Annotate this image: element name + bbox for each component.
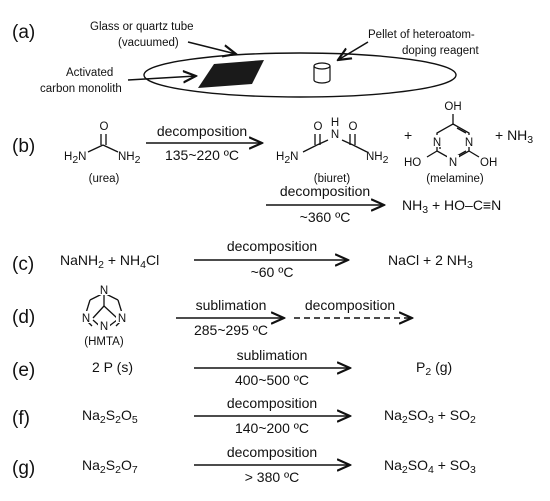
d-arrow1-bottom-label: 285~295 ºC	[194, 322, 268, 338]
f-products: Na2SO3 + SO2	[384, 407, 476, 426]
b-product2: NH3 + HO–C≡N	[402, 197, 501, 216]
tube-label-line1: Glass or quartz tube	[90, 21, 194, 33]
panel-g: (g) Na2S2O7 decomposition > 380 ºC Na2SO…	[12, 444, 476, 485]
tube-label-line2: (vacuumed)	[118, 37, 179, 49]
c-arrow-top-label: decomposition	[227, 238, 317, 254]
svg-text:N: N	[100, 285, 108, 297]
melamine-name: (melamine)	[426, 173, 484, 185]
hmta-name: (HMTA)	[84, 336, 124, 348]
svg-text:OH: OH	[480, 157, 497, 169]
svg-text:N: N	[465, 137, 473, 149]
melamine-structure: OH N N N OH HO	[404, 101, 497, 169]
panel-c-label: (c)	[12, 254, 34, 275]
panel-a-label: (a)	[12, 22, 35, 43]
c-products: NaCl + 2 NH3	[388, 252, 473, 271]
c-reactants: NaNH2 + NH4Cl	[60, 252, 159, 271]
g-arrow-top-label: decomposition	[227, 444, 317, 460]
panel-b-label: (b)	[12, 136, 35, 157]
f-reactant: Na2S2O5	[82, 407, 138, 426]
svg-text:O: O	[314, 121, 323, 133]
svg-text:N: N	[433, 137, 441, 149]
e-arrow-top-label: sublimation	[237, 347, 308, 363]
e-product: P2 (g)	[416, 359, 452, 378]
svg-text:O: O	[100, 121, 109, 133]
svg-text:N: N	[449, 157, 457, 169]
b-arrow2-bottom-label: ~360 ºC	[300, 209, 351, 225]
panel-g-label: (g)	[12, 458, 35, 479]
svg-text:OH: OH	[444, 101, 461, 113]
hmta-structure: N N N N	[80, 283, 128, 333]
b-plus-nh3: + NH3	[495, 127, 533, 146]
panel-b: (b) O H2N NH2 (urea) decomposition 135~2…	[12, 101, 533, 225]
e-arrow-bottom-label: 400~500 ºC	[235, 372, 309, 388]
b-arrow2-top-label: decomposition	[280, 183, 370, 199]
pellet-label-line1: Pellet of heteroatom-	[368, 29, 475, 41]
panel-f: (f) Na2S2O5 decomposition 140~200 ºC Na2…	[12, 395, 476, 436]
b-arrow1-top-label: decomposition	[157, 123, 247, 139]
svg-text:N: N	[82, 313, 90, 325]
svg-text:H2N: H2N	[64, 151, 86, 166]
svg-text:NH2: NH2	[366, 151, 389, 166]
svg-text:HO: HO	[404, 157, 421, 169]
svg-text:N: N	[118, 313, 126, 325]
carbon-monolith-block	[198, 60, 264, 88]
b-arrow1-bottom-label: 135~220 ºC	[165, 147, 239, 163]
biuret-structure: O O N H H2N NH2	[276, 117, 389, 166]
svg-text:H2N: H2N	[276, 151, 298, 166]
pellet-label-line2: doping reagent	[402, 45, 480, 57]
c-arrow-bottom-label: ~60 ºC	[251, 264, 294, 280]
carbon-label-line2: carbon monolith	[40, 83, 122, 95]
urea-structure: O H2N NH2	[64, 121, 141, 166]
svg-text:NH2: NH2	[118, 151, 141, 166]
carbon-label-line1: Activated	[66, 67, 113, 79]
d-arrow1-top-label: sublimation	[196, 297, 267, 313]
svg-text:N: N	[100, 321, 108, 333]
panel-c: (c) NaNH2 + NH4Cl decomposition ~60 ºC N…	[12, 238, 473, 280]
carbon-pointer-arrow	[127, 76, 196, 80]
f-arrow-top-label: decomposition	[227, 395, 317, 411]
panel-f-label: (f)	[12, 408, 30, 429]
g-arrow-bottom-label: > 380 ºC	[245, 469, 300, 485]
pellet-cylinder	[313, 62, 331, 84]
panel-d: (d) N N N N (HMTA) sublimation 285~295 º…	[12, 283, 412, 348]
b-plus: +	[404, 127, 412, 143]
f-arrow-bottom-label: 140~200 ºC	[235, 420, 309, 436]
d-arrow2-top-label: decomposition	[305, 297, 395, 313]
e-reactant: 2 P (s)	[92, 359, 133, 375]
quartz-tube	[143, 52, 457, 98]
panel-e-label: (e)	[12, 360, 35, 381]
panel-a: (a) Glass or quartz tube (vacuumed) Pell…	[12, 21, 480, 98]
g-reactant: Na2S2O7	[82, 457, 138, 476]
g-products: Na2SO4 + SO3	[384, 457, 476, 476]
svg-text:H: H	[331, 117, 339, 129]
svg-text:O: O	[349, 121, 358, 133]
biuret-name: (biuret)	[314, 173, 351, 185]
tube-pointer-arrow	[187, 41, 236, 54]
panel-d-label: (d)	[12, 307, 35, 328]
pellet-pointer-arrow	[338, 41, 369, 60]
panel-e: (e) 2 P (s) sublimation 400~500 ºC P2 (g…	[12, 347, 452, 388]
urea-name: (urea)	[89, 173, 120, 185]
svg-text:N: N	[331, 129, 339, 141]
